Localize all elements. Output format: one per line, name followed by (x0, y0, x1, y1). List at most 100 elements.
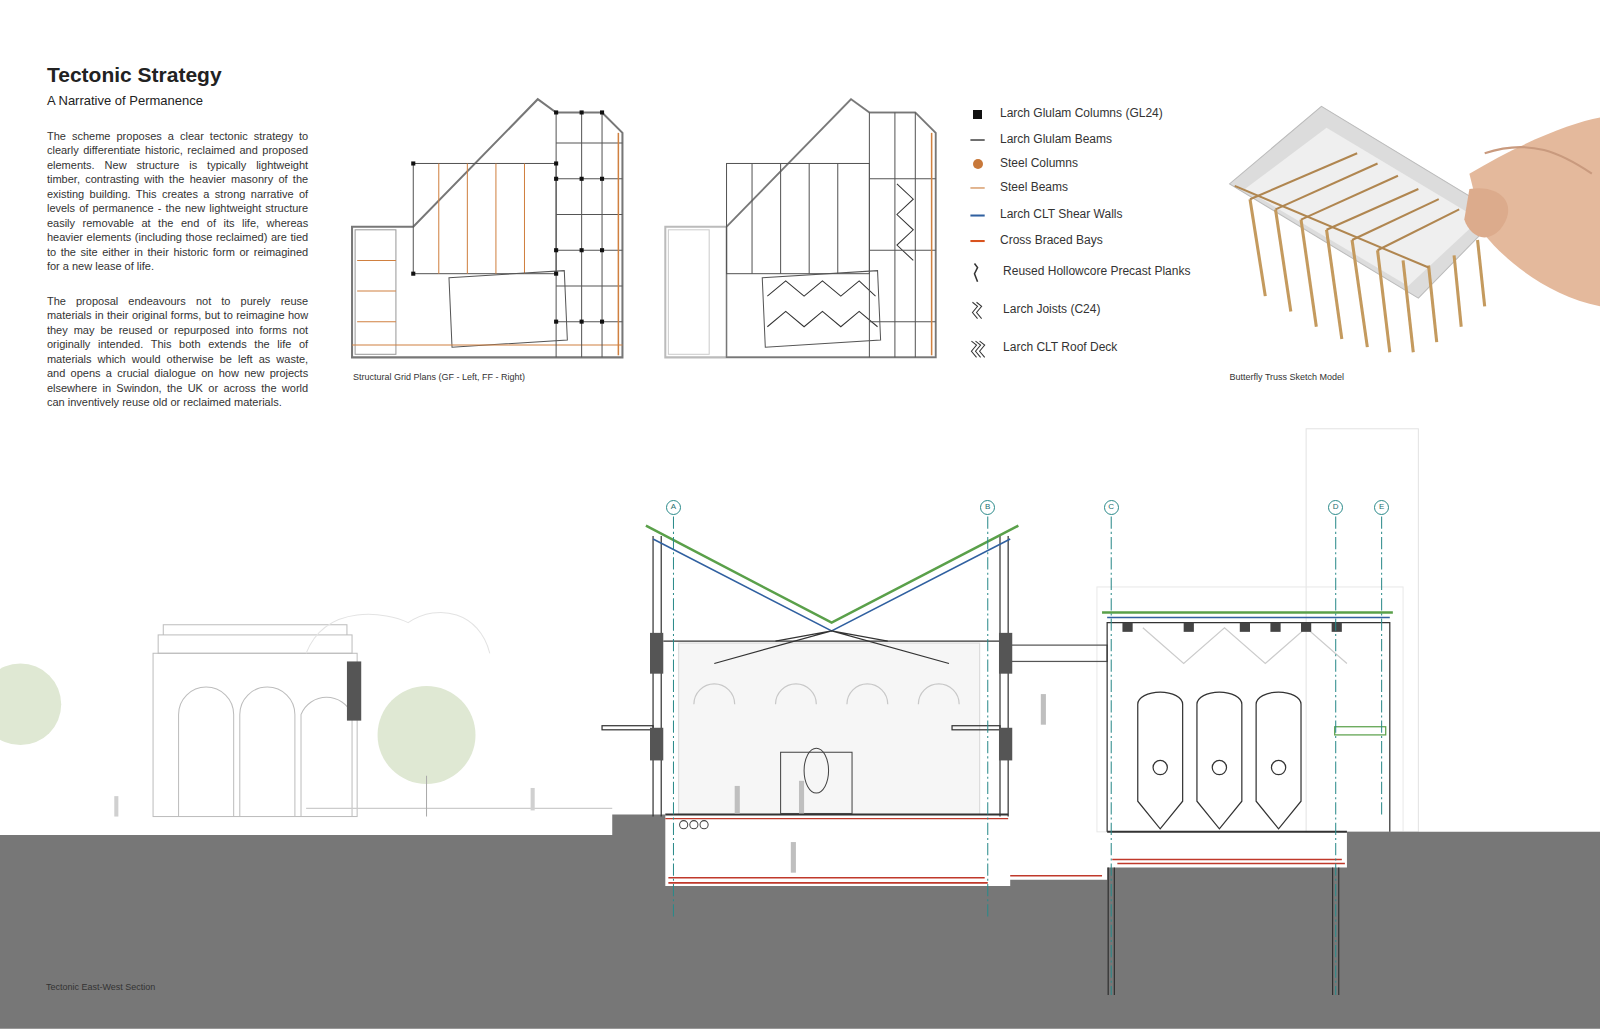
drawing-line (1352, 199, 1439, 240)
drawing-path (1143, 628, 1347, 664)
drawing-rect (1335, 727, 1386, 735)
drawing-rect (600, 177, 604, 181)
drawing-line (426, 776, 427, 817)
legend-text: Steel Beams (1000, 180, 1068, 196)
drawing-line (556, 178, 622, 179)
drawing-rect (600, 248, 604, 252)
drawing-circle (378, 686, 476, 784)
drawing-rect (580, 110, 584, 114)
drawing-path (646, 526, 1018, 623)
drawing-rect (602, 726, 653, 730)
grid-bubble: E (1374, 500, 1389, 515)
grid-bubble: B (980, 500, 995, 515)
drawing-rect (580, 320, 584, 324)
drawing-g (411, 110, 604, 323)
drawing-g (602, 526, 1107, 819)
drawing-path (974, 263, 977, 281)
drawing-path (0, 815, 1600, 1029)
drawing-line (556, 285, 622, 286)
legend-swatch (973, 110, 982, 119)
drawing-rect (1010, 645, 1107, 661)
drawing-line (869, 250, 935, 251)
grid-bubble: D (1328, 500, 1343, 515)
drawing-line (1114, 868, 1115, 996)
drawing-rect (355, 230, 396, 354)
drawing-line (869, 321, 935, 322)
drawing-rect (999, 728, 1012, 761)
drawing-path (762, 271, 880, 348)
drawing-g (1108, 868, 1339, 996)
drawing-rect (580, 248, 584, 252)
drawing-rect (781, 752, 852, 813)
drawing-rect (554, 320, 558, 324)
drawing-g (735, 694, 1046, 873)
drawing-path (653, 539, 1010, 631)
drawing-path (694, 684, 959, 704)
drawing-g (153, 429, 1418, 832)
body-paragraph: The scheme proposes a clear tectonic str… (47, 129, 308, 274)
body-paragraph: The proposal endeavours not to purely re… (47, 294, 308, 410)
drawing-line (652, 536, 653, 817)
drawing-path (714, 631, 949, 664)
drawing-polygon (1245, 128, 1480, 286)
drawing-line (1352, 240, 1367, 347)
drawing-line (1276, 163, 1378, 209)
drawing-line (673, 517, 674, 919)
legend-text: Larch CLT Roof Deck (1003, 340, 1117, 356)
drawing-rect (411, 272, 415, 276)
drawing-line (1338, 868, 1339, 996)
legend-text: Larch CLT Shear Walls (1000, 207, 1123, 223)
drawing-circle (680, 821, 688, 829)
drawing-path (1464, 188, 1508, 237)
drawing-rect (114, 796, 118, 816)
drawing-line (1008, 536, 1009, 817)
drawing-path (971, 341, 984, 357)
drawing-rect (650, 633, 663, 674)
drawing-line (1381, 517, 1382, 817)
drawing-line (1250, 199, 1265, 296)
drawing-rect (158, 635, 352, 653)
drawing-line (1111, 517, 1112, 996)
drawing-rect (600, 110, 604, 114)
grid-letter: E (1379, 503, 1384, 511)
drawing-line (663, 640, 1000, 641)
drawing-g (650, 633, 1012, 761)
drawing-path (1485, 147, 1592, 174)
drawing-rect (735, 786, 740, 814)
drawing-line (665, 818, 1008, 819)
drawing-line (869, 178, 935, 179)
drawing-path (668, 859, 1345, 882)
legend-text: Larch Glulam Beams (1000, 132, 1112, 148)
drawing-line (1478, 240, 1485, 306)
drawing-line (809, 163, 810, 273)
drawing-line (752, 163, 753, 273)
grid-letter: A (671, 503, 676, 511)
legend-text: Larch Glulam Columns (GL24) (1000, 106, 1163, 122)
drawing-line (1301, 220, 1316, 327)
drawing-path (665, 99, 935, 357)
drawing-rect (411, 161, 415, 165)
drawing-path (1138, 692, 1301, 829)
legend-text: Steel Columns (1000, 156, 1078, 172)
drawing-rect (1122, 623, 1132, 632)
section-caption: Tectonic East-West Section (46, 982, 155, 994)
drawing-rect (999, 633, 1012, 674)
drawing-line (915, 112, 916, 357)
drawing-rect (554, 110, 558, 114)
board-title: Tectonic Strategy (47, 61, 222, 88)
drawing-g (680, 748, 852, 829)
drawing-rect (1240, 623, 1250, 632)
drawing-circle (1153, 760, 1167, 774)
drawing-rect (413, 163, 556, 273)
drawing-line (1332, 868, 1333, 996)
drawing-line (1107, 617, 1390, 619)
drawing-g (114, 788, 534, 817)
drawing-line (524, 163, 525, 273)
drawing-circle (690, 821, 698, 829)
drawing-rect (727, 163, 870, 273)
drawing-rect (554, 161, 558, 165)
drawing-path (306, 612, 490, 653)
drawing-line (357, 291, 396, 292)
drawing-line (970, 240, 984, 242)
drawing-line (1108, 868, 1109, 996)
